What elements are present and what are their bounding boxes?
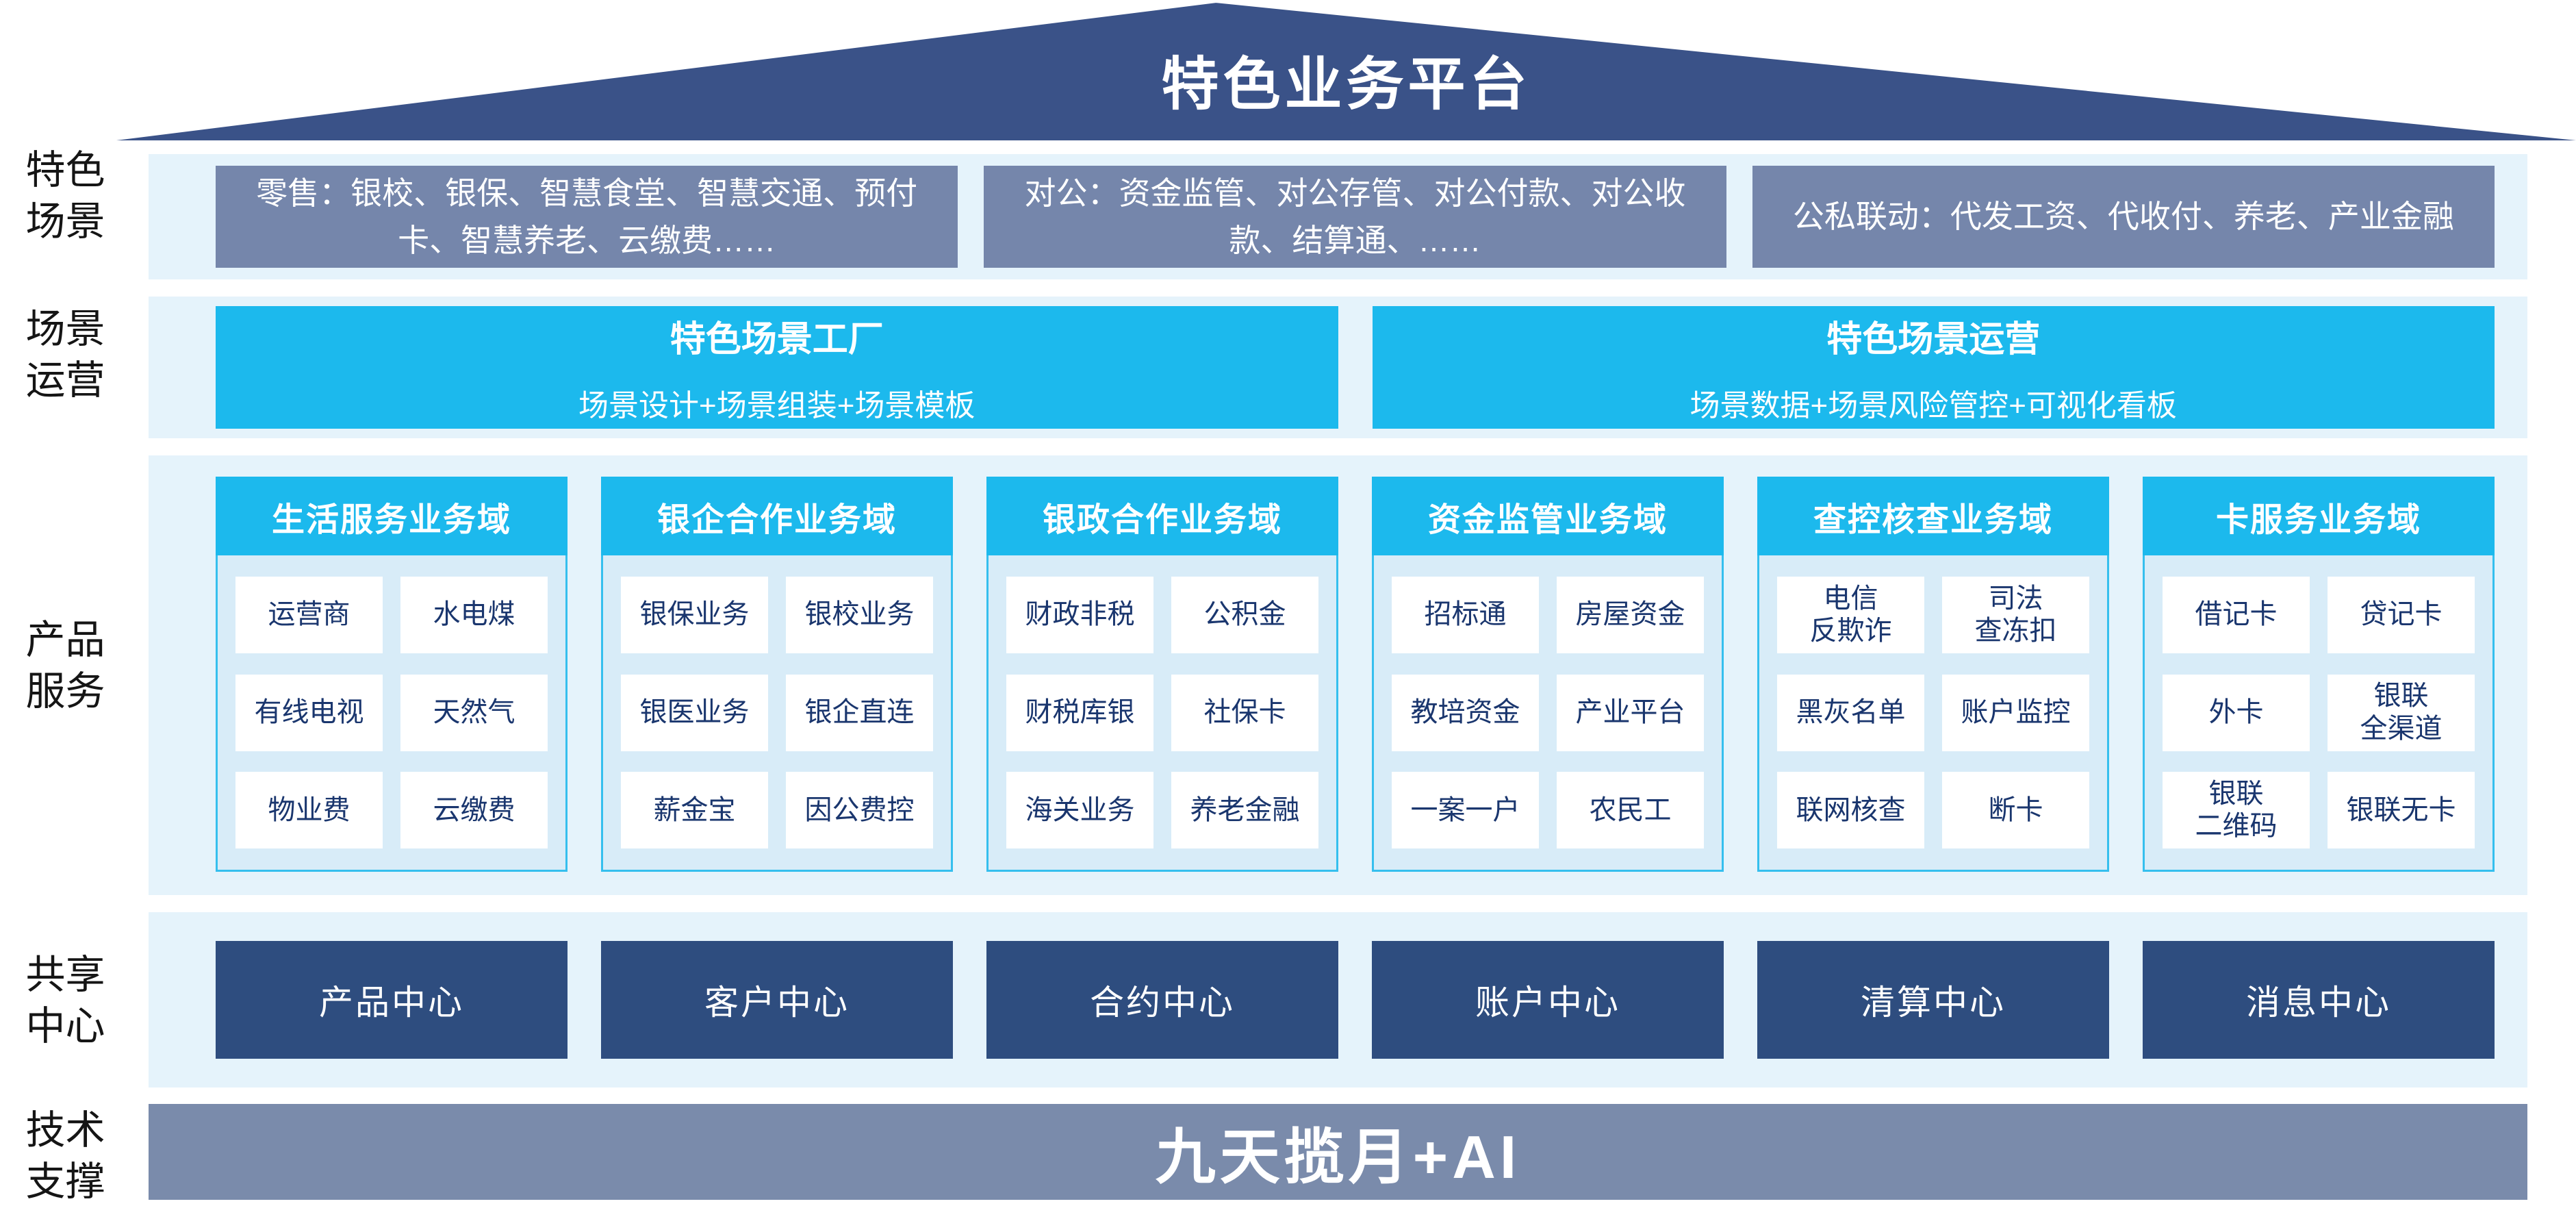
- domain-bank-government: 银政合作业务域 财政非税 公积金 财税库银 社保卡 海关业务 养老金融: [986, 477, 1338, 872]
- domain-body: 银保业务 银校业务 银医业务 银企直连 薪金宝 因公费控: [601, 555, 953, 872]
- domain-cell: 薪金宝: [621, 772, 768, 849]
- cell-row: 银医业务 银企直连: [621, 674, 933, 751]
- scene-factory-subtitle: 场景设计+场景组装+场景模板: [578, 389, 975, 423]
- domain-header: 资金监管业务域: [1372, 477, 1724, 555]
- cell-row: 招标通 房屋资金: [1392, 576, 1704, 653]
- domain-fund-supervision: 资金监管业务域 招标通 房屋资金 教培资金 产业平台 一案一户 农民工: [1372, 477, 1724, 872]
- cell-row: 财税库银 社保卡: [1006, 674, 1318, 751]
- domain-cell: 银联无卡: [2328, 772, 2475, 849]
- domain-cell: 银医业务: [621, 674, 768, 751]
- domain-cell: 产业平台: [1557, 674, 1704, 751]
- scene-box-linkage: 公私联动：代发工资、代收付、养老、产业金融: [1752, 166, 2495, 268]
- domain-header: 生活服务业务域: [216, 477, 568, 555]
- cell-row: 联网核查 断卡: [1777, 772, 2089, 849]
- domain-cell: 养老金融: [1171, 772, 1318, 849]
- scene-factory-box: 特色场景工厂 场景设计+场景组装+场景模板: [216, 306, 1338, 429]
- cell-row: 外卡 银联 全渠道: [2163, 674, 2475, 751]
- domain-cell: 因公费控: [786, 772, 933, 849]
- domain-cell: 有线电视: [235, 674, 383, 751]
- center-box-contract: 合约中心: [986, 941, 1338, 1059]
- domain-body: 借记卡 贷记卡 外卡 银联 全渠道 银联 二维码 银联无卡: [2143, 555, 2495, 872]
- center-box-message: 消息中心: [2143, 941, 2495, 1059]
- domain-cell: 联网核查: [1777, 772, 1924, 849]
- center-box-customer: 客户中心: [601, 941, 953, 1059]
- cell-row: 银联 二维码 银联无卡: [2163, 772, 2475, 849]
- cell-row: 有线电视 天然气: [235, 674, 548, 751]
- domain-cell: 一案一户: [1392, 772, 1539, 849]
- scene-operation-title: 特色场景运营: [1826, 320, 2041, 360]
- domain-cell: 海关业务: [1006, 772, 1153, 849]
- side-label-products: 产品 服务: [25, 618, 105, 714]
- cell-row: 教培资金 产业平台: [1392, 674, 1704, 751]
- center-box-clearing: 清算中心: [1757, 941, 2109, 1059]
- center-box-product: 产品中心: [216, 941, 568, 1059]
- domain-cell: 天然气: [400, 674, 548, 751]
- domain-cell: 物业费: [235, 772, 383, 849]
- domain-cell: 财税库银: [1006, 674, 1153, 751]
- domain-life-services: 生活服务业务域 运营商 水电煤 有线电视 天然气 物业费 云缴费: [216, 477, 568, 872]
- domain-body: 运营商 水电煤 有线电视 天然气 物业费 云缴费: [216, 555, 568, 872]
- domain-cell: 银校业务: [786, 576, 933, 653]
- domain-header: 银政合作业务域: [986, 477, 1338, 555]
- domain-bank-enterprise: 银企合作业务域 银保业务 银校业务 银医业务 银企直连 薪金宝 因公费控: [601, 477, 953, 872]
- tech-support-bar: 九天揽月+AI: [149, 1104, 2527, 1200]
- domain-cell: 外卡: [2163, 674, 2310, 751]
- scene-factory-title: 特色场景工厂: [669, 320, 884, 360]
- domain-cell: 电信 反欺诈: [1777, 576, 1924, 653]
- domain-cell: 银联 全渠道: [2328, 674, 2475, 751]
- domain-cell: 招标通: [1392, 576, 1539, 653]
- domain-cell: 银企直连: [786, 674, 933, 751]
- domain-cell: 黑灰名单: [1777, 674, 1924, 751]
- domain-cell: 司法 查冻扣: [1942, 576, 2089, 653]
- domain-cell: 房屋资金: [1557, 576, 1704, 653]
- cell-row: 借记卡 贷记卡: [2163, 576, 2475, 653]
- side-label-scenes: 特色 场景: [25, 148, 105, 244]
- scene-box-corporate: 对公：资金监管、对公存管、对公付款、对公收款、结算通、……: [984, 166, 1726, 268]
- scene-box-retail: 零售：银校、银保、智慧食堂、智慧交通、预付卡、智慧养老、云缴费……: [216, 166, 958, 268]
- cell-row: 银保业务 银校业务: [621, 576, 933, 653]
- cell-row: 物业费 云缴费: [235, 772, 548, 849]
- side-label-shared: 共享 中心: [25, 953, 105, 1049]
- platform-roof: 特色业务平台: [116, 3, 2576, 140]
- cell-row: 财政非税 公积金: [1006, 576, 1318, 653]
- products-row: 生活服务业务域 运营商 水电煤 有线电视 天然气 物业费 云缴费 银企合作业务域: [149, 455, 2527, 895]
- scenes-row: 零售：银校、银保、智慧食堂、智慧交通、预付卡、智慧养老、云缴费…… 对公：资金监…: [149, 154, 2527, 279]
- domain-cell: 运营商: [235, 576, 383, 653]
- domain-header: 查控核查业务域: [1757, 477, 2109, 555]
- scene-operation-subtitle: 场景数据+场景风险管控+可视化看板: [1689, 389, 2177, 423]
- domain-cell: 借记卡: [2163, 576, 2310, 653]
- platform-title: 特色业务平台: [1161, 52, 1531, 116]
- domain-cell: 社保卡: [1171, 674, 1318, 751]
- cell-row: 运营商 水电煤: [235, 576, 548, 653]
- domain-cell: 公积金: [1171, 576, 1318, 653]
- domain-cell: 账户监控: [1942, 674, 2089, 751]
- domain-inquiry-verification: 查控核查业务域 电信 反欺诈 司法 查冻扣 黑灰名单 账户监控 联网核查 断卡: [1757, 477, 2109, 872]
- cell-row: 海关业务 养老金融: [1006, 772, 1318, 849]
- center-box-account: 账户中心: [1372, 941, 1724, 1059]
- cell-row: 电信 反欺诈 司法 查冻扣: [1777, 576, 2089, 653]
- domain-cell: 教培资金: [1392, 674, 1539, 751]
- domain-card-services: 卡服务业务域 借记卡 贷记卡 外卡 银联 全渠道 银联 二维码 银联无卡: [2143, 477, 2495, 872]
- domain-body: 招标通 房屋资金 教培资金 产业平台 一案一户 农民工: [1372, 555, 1724, 872]
- operations-row: 特色场景工厂 场景设计+场景组装+场景模板 特色场景运营 场景数据+场景风险管控…: [149, 297, 2527, 438]
- domain-header: 卡服务业务域: [2143, 477, 2495, 555]
- domain-cell: 云缴费: [400, 772, 548, 849]
- domain-cell: 银保业务: [621, 576, 768, 653]
- cell-row: 薪金宝 因公费控: [621, 772, 933, 849]
- domain-cell: 贷记卡: [2328, 576, 2475, 653]
- domain-body: 财政非税 公积金 财税库银 社保卡 海关业务 养老金融: [986, 555, 1338, 872]
- domain-header: 银企合作业务域: [601, 477, 953, 555]
- domain-cell: 农民工: [1557, 772, 1704, 849]
- domain-cell: 水电煤: [400, 576, 548, 653]
- shared-centers-row: 产品中心 客户中心 合约中心 账户中心 清算中心 消息中心: [149, 912, 2527, 1088]
- domain-body: 电信 反欺诈 司法 查冻扣 黑灰名单 账户监控 联网核查 断卡: [1757, 555, 2109, 872]
- scene-operation-box: 特色场景运营 场景数据+场景风险管控+可视化看板: [1372, 306, 2495, 429]
- domain-cell: 银联 二维码: [2163, 772, 2310, 849]
- domain-cell: 财政非税: [1006, 576, 1153, 653]
- side-label-tech: 技术 支撑: [25, 1108, 105, 1205]
- cell-row: 一案一户 农民工: [1392, 772, 1704, 849]
- side-label-operations: 场景 运营: [25, 307, 105, 403]
- domain-cell: 断卡: [1942, 772, 2089, 849]
- cell-row: 黑灰名单 账户监控: [1777, 674, 2089, 751]
